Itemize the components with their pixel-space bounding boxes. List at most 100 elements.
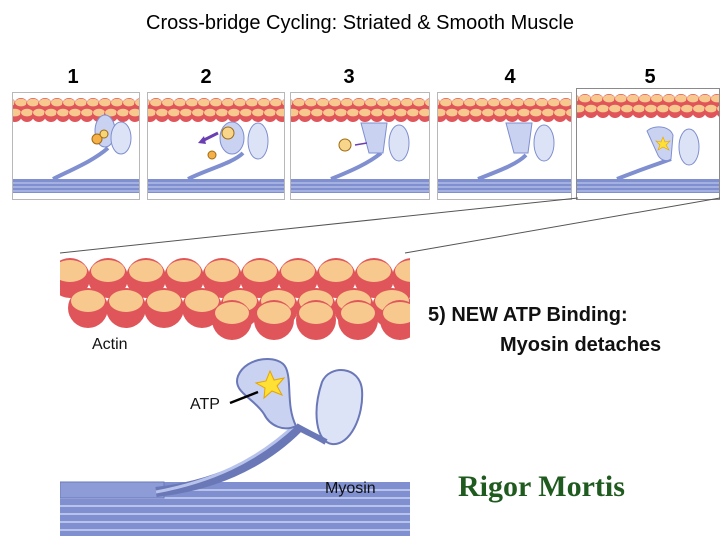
- myosin-head: [505, 122, 533, 154]
- actin-bead-highlight: [413, 98, 425, 107]
- actin-bead-highlight: [243, 260, 277, 282]
- adp-molecule: [338, 138, 352, 152]
- actin-bead-highlight: [60, 260, 87, 282]
- actin-bead-highlight: [717, 105, 719, 112]
- actin-bead-highlight: [470, 108, 482, 117]
- step-number-5: 5: [644, 66, 656, 88]
- actin-bead-highlight: [291, 108, 299, 117]
- phosphate-molecule: [221, 126, 235, 140]
- actin-bead-highlight: [99, 98, 111, 107]
- actin-bead-highlight: [210, 98, 222, 107]
- actin-bead-highlight: [591, 94, 603, 103]
- step-number-2: 2: [200, 66, 212, 88]
- actin-bead-highlight: [669, 104, 681, 113]
- actin-bead-highlight: [609, 104, 621, 113]
- actin-bead-highlight: [167, 260, 201, 282]
- actin-bead-highlight: [305, 98, 317, 107]
- actin-bead-highlight: [530, 108, 542, 117]
- actin-bead-highlight: [440, 98, 452, 107]
- actin-bead-highlight: [383, 108, 395, 117]
- actin-bead-highlight: [180, 108, 192, 117]
- actin-bead-highlight: [524, 98, 536, 107]
- actin-bead-highlight: [693, 104, 705, 113]
- actin-bead-highlight: [109, 290, 143, 312]
- actin-bead-highlight: [395, 108, 407, 117]
- actin-bead-highlight: [458, 108, 470, 117]
- arrow-head-icon: [198, 136, 206, 144]
- cycle-panel-3: [290, 92, 430, 200]
- actin-bead-highlight: [494, 108, 506, 117]
- actin-bead-highlight: [476, 98, 488, 107]
- myosin-head-2-detail: [315, 369, 364, 446]
- actin-bead-highlight: [705, 104, 717, 113]
- cycle-panel-4: [437, 92, 572, 200]
- myosin-head-2: [247, 122, 269, 160]
- actin-bead-highlight: [353, 98, 365, 107]
- atp-pointer-line: [229, 390, 259, 405]
- actin-bead-highlight: [711, 94, 719, 103]
- actin-bead-highlight: [365, 98, 377, 107]
- actin-bead-highlight: [69, 108, 81, 117]
- actin-bead-highlight: [33, 108, 45, 117]
- atp-star-icon: [655, 136, 671, 151]
- actin-bead-highlight: [129, 260, 163, 282]
- actin-bead-highlight: [548, 98, 560, 107]
- actin-bead-highlight: [185, 290, 219, 312]
- actin-bead-highlight: [341, 302, 375, 324]
- diagram-title: Cross-bridge Cycling: Striated & Smooth …: [146, 12, 574, 34]
- myosin-thick-filament: [13, 179, 139, 193]
- actin-bead-highlight: [282, 99, 284, 106]
- actin-bead-highlight: [21, 108, 33, 117]
- actin-bead-highlight: [359, 108, 371, 117]
- myosin-thick-filament: [438, 179, 571, 193]
- actin-bead-highlight: [542, 108, 554, 117]
- actin-bead-highlight: [687, 94, 699, 103]
- actin-bead-highlight: [81, 108, 93, 117]
- adp-molecule: [91, 133, 103, 145]
- actin-bead-highlight: [566, 108, 571, 117]
- actin-bead-highlight: [317, 98, 329, 107]
- actin-bead-highlight: [93, 108, 105, 117]
- myosin-head-2: [678, 128, 700, 166]
- actin-bead-highlight: [87, 98, 99, 107]
- actin-bead-highlight: [657, 104, 669, 113]
- atp-star-icon: [254, 369, 286, 400]
- actin-bead-highlight: [357, 260, 391, 282]
- actin-bead-highlight: [577, 104, 585, 113]
- actin-bead-highlight: [407, 108, 419, 117]
- actin-bead-highlight: [482, 108, 494, 117]
- myosin-neck: [477, 153, 528, 181]
- actin-bead-highlight: [148, 108, 156, 117]
- myosin-thick-filament: [148, 179, 284, 193]
- actin-bead-highlight: [395, 260, 410, 282]
- actin-bead-highlight: [39, 98, 51, 107]
- cycle-panel-2: [147, 92, 285, 200]
- actin-bead-highlight: [419, 108, 429, 117]
- step-description: 5) NEW ATP Binding: Myosin detaches: [428, 300, 661, 360]
- myosin-thick-filament-detail: [60, 481, 410, 536]
- actin-bead-highlight: [615, 94, 627, 103]
- actin-filament: [438, 98, 571, 122]
- actin-bead-highlight: [276, 108, 284, 117]
- actin-bead-highlight: [371, 108, 383, 117]
- actin-bead-highlight: [488, 98, 500, 107]
- actin-bead-highlight: [71, 290, 105, 312]
- actin-bead-highlight: [281, 260, 315, 282]
- actin-bead-highlight: [319, 260, 353, 282]
- actin-bead-highlight: [105, 108, 117, 117]
- actin-bead-highlight: [270, 98, 282, 107]
- actin-bead-highlight: [597, 104, 609, 113]
- actin-bead-highlight: [252, 108, 264, 117]
- actin-bead-highlight: [91, 260, 125, 282]
- actin-filament: [148, 98, 284, 122]
- actin-bead-highlight: [518, 108, 530, 117]
- actin-bead-highlight: [438, 108, 446, 117]
- actin-bead-highlight: [57, 108, 69, 117]
- actin-bead-highlight: [222, 98, 234, 107]
- actin-bead-highlight: [464, 98, 476, 107]
- actin-bead-highlight: [75, 98, 87, 107]
- actin-bead-highlight: [258, 98, 270, 107]
- actin-bead-highlight: [663, 94, 675, 103]
- actin-bead-highlight: [377, 98, 389, 107]
- actin-bead-highlight: [150, 98, 162, 107]
